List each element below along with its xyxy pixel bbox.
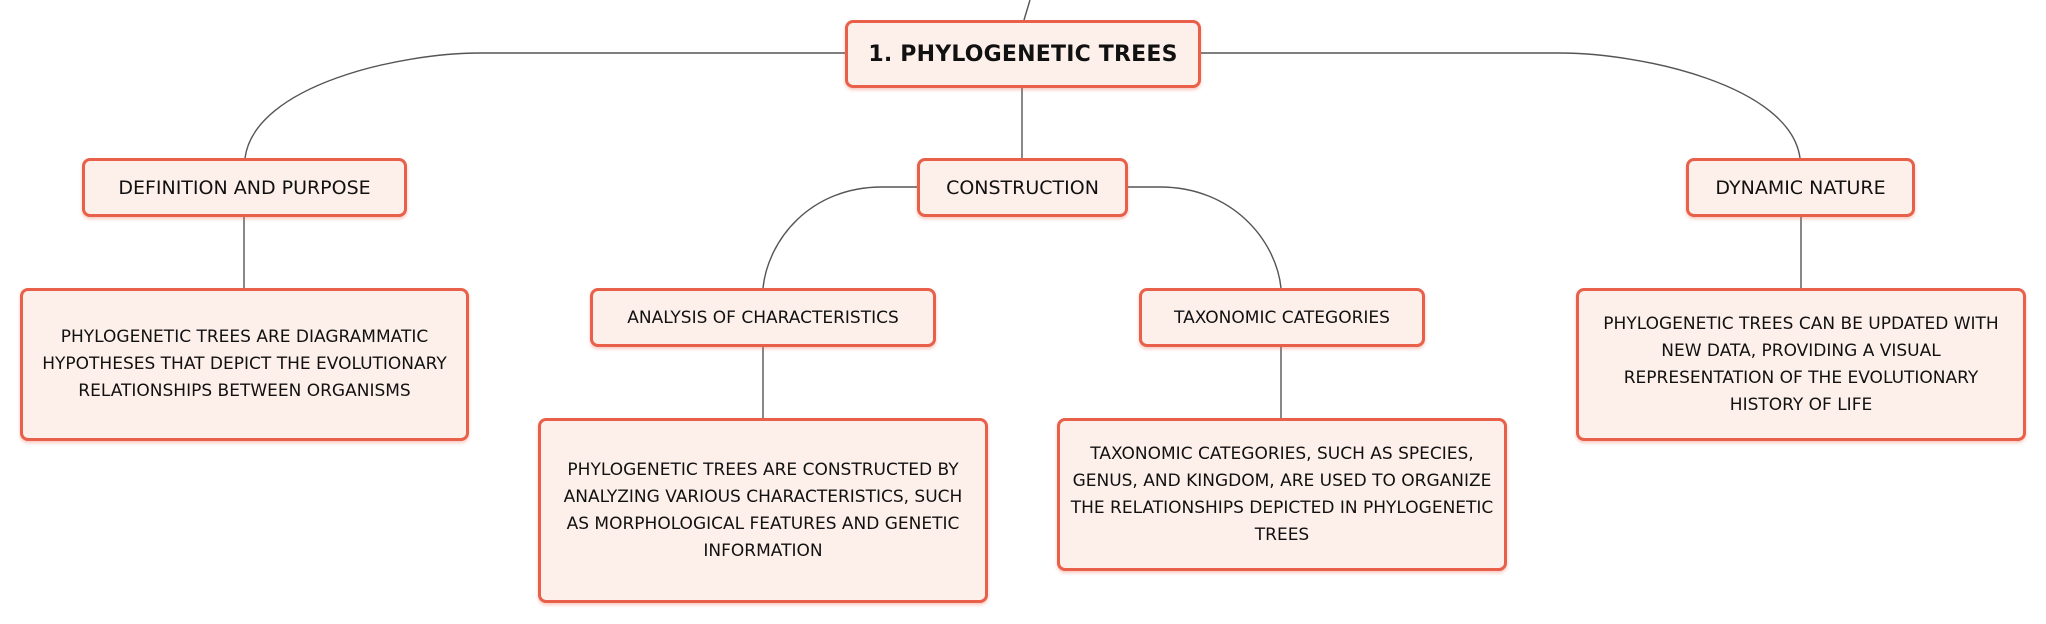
- connector-construction-analysis: [762, 186, 917, 289]
- sub-node-taxonomic-categories[interactable]: TAXONOMIC CATEGORIES: [1139, 288, 1425, 347]
- detail-node-definition[interactable]: PHYLOGENETIC TREES ARE DIAGRAMMATIC HYPO…: [20, 288, 469, 441]
- connector-construction-taxonomic: [1128, 186, 1282, 289]
- connector-root-dynamic: [1200, 52, 1801, 159]
- branch-node-dynamic-nature[interactable]: DYNAMIC NATURE: [1686, 158, 1915, 217]
- root-label: 1. PHYLOGENETIC TREES: [868, 41, 1178, 67]
- sub-label: ANALYSIS OF CHARACTERISTICS: [627, 307, 899, 328]
- branch-node-definition-and-purpose[interactable]: DEFINITION AND PURPOSE: [82, 158, 407, 217]
- branch-node-construction[interactable]: CONSTRUCTION: [917, 158, 1128, 217]
- branch-label: DYNAMIC NATURE: [1715, 176, 1886, 199]
- sub-label: TAXONOMIC CATEGORIES: [1174, 307, 1390, 328]
- root-node[interactable]: 1. PHYLOGENETIC TREES: [845, 20, 1201, 88]
- detail-text: PHYLOGENETIC TREES CAN BE UPDATED WITH N…: [1603, 313, 1999, 415]
- connector-root-definition: [244, 52, 846, 159]
- connector-root-parent: [1023, 0, 1031, 21]
- detail-text: PHYLOGENETIC TREES ARE CONSTRUCTED BY AN…: [563, 459, 963, 561]
- detail-text: PHYLOGENETIC TREES ARE DIAGRAMMATIC HYPO…: [42, 327, 447, 401]
- detail-node-dynamic-nature[interactable]: PHYLOGENETIC TREES CAN BE UPDATED WITH N…: [1576, 288, 2026, 441]
- detail-text: TAXONOMIC CATEGORIES, SUCH AS SPECIES, G…: [1070, 443, 1494, 545]
- branch-label: DEFINITION AND PURPOSE: [118, 176, 371, 199]
- branch-label: CONSTRUCTION: [946, 176, 1099, 199]
- sub-node-analysis-of-characteristics[interactable]: ANALYSIS OF CHARACTERISTICS: [590, 288, 936, 347]
- detail-node-analysis[interactable]: PHYLOGENETIC TREES ARE CONSTRUCTED BY AN…: [538, 418, 988, 603]
- detail-node-taxonomic[interactable]: TAXONOMIC CATEGORIES, SUCH AS SPECIES, G…: [1057, 418, 1507, 571]
